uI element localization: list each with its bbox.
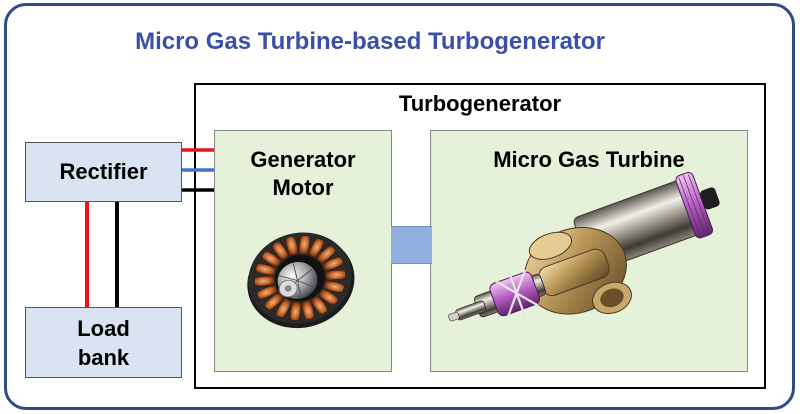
turbogenerator-title: Turbogenerator (398, 91, 562, 116)
load-bank-label-line2: bank (77, 344, 130, 370)
rectifier-block: Rectifier (25, 142, 182, 202)
diagram-title: Micro Gas Turbine-based Turbogenerator (135, 28, 605, 55)
generator-label-line1: Generator (250, 147, 356, 172)
generator-label-line2: Motor (272, 175, 334, 200)
load-bank-block: Load bank (25, 307, 182, 378)
generator-motor-label: Generator Motor (214, 146, 392, 202)
micro-gas-turbine-label: Micro Gas Turbine (493, 147, 685, 172)
rectifier-label: Rectifier (59, 159, 148, 184)
shaft-coupling (391, 226, 432, 264)
load-bank-label-line1: Load (77, 315, 130, 341)
